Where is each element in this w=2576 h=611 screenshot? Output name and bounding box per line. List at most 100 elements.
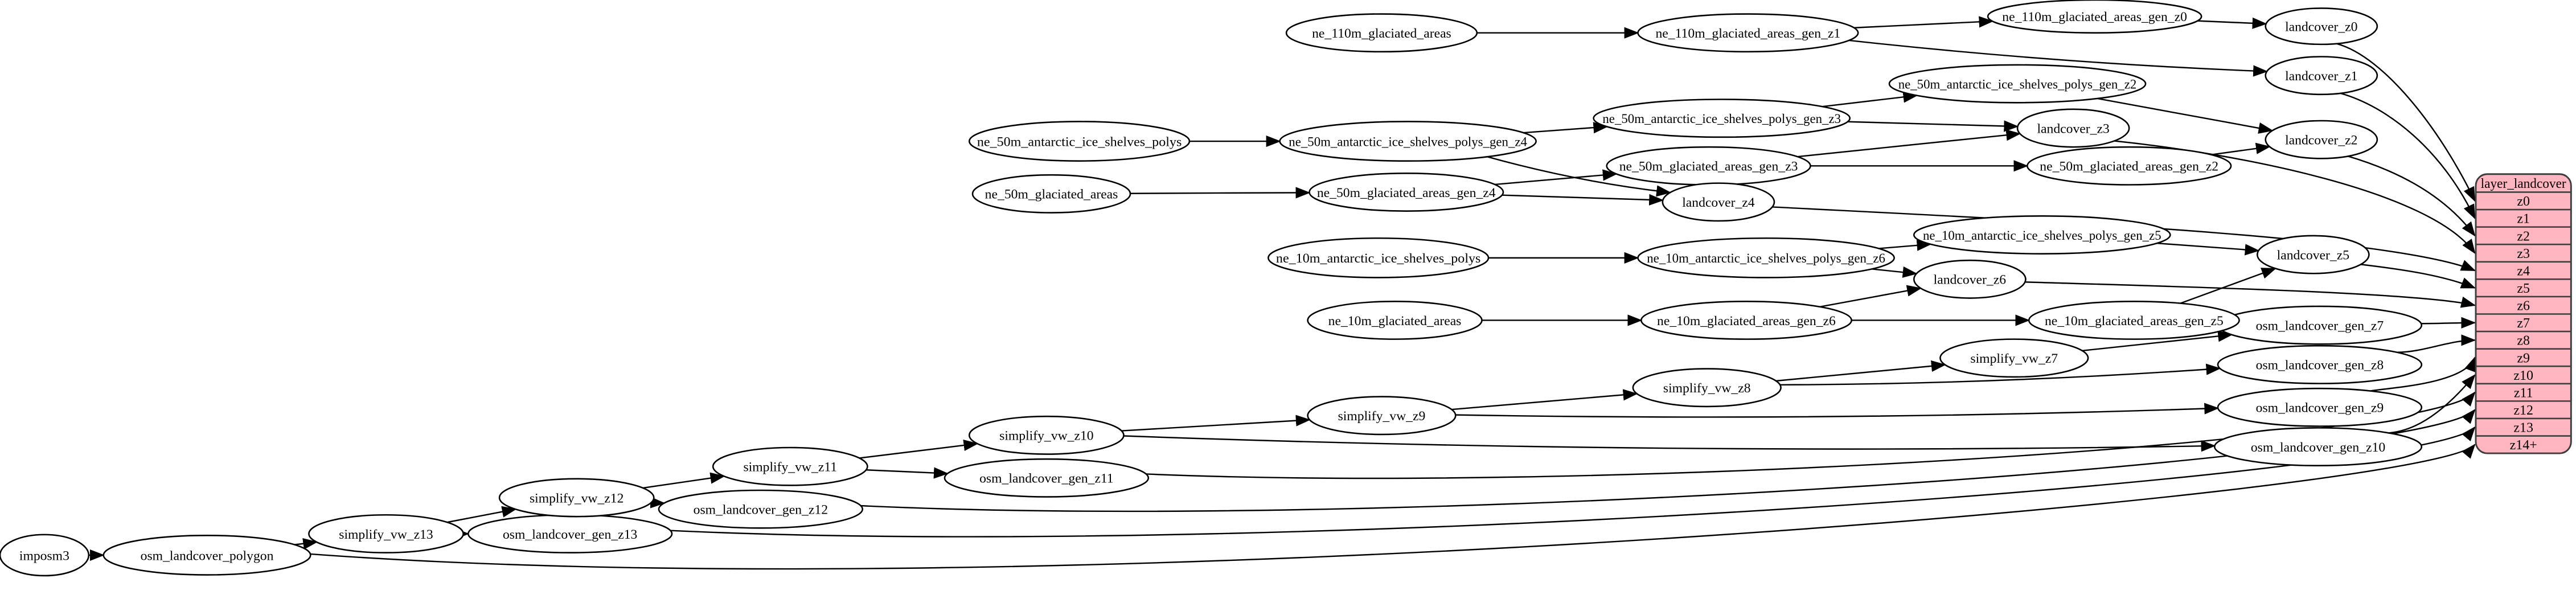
node-shape-osm_landcover_gen_z8 xyxy=(2217,345,2423,384)
node-ne_50m_glaciated_areas_gen_z4: ne_50m_glaciated_areas_gen_z4 xyxy=(1308,173,1504,212)
edge-simplify_vw_z12-to-osm_landcover_gen_z12 xyxy=(650,497,666,509)
edge-simplify_vw_z10-to-osm_landcover_gen_z10 xyxy=(1123,435,2216,452)
node-shape-ne_50m_glaciated_areas xyxy=(971,174,1131,214)
edge-ne_10m_antarctic_ice_shelves_polys_gen_z5-to-landcover_z5 xyxy=(2157,242,2260,256)
node-shape-osm_landcover_gen_z11 xyxy=(944,458,1150,498)
edge-simplify_vw_z7-to-osm_landcover_gen_z7 xyxy=(2082,330,2233,352)
node-label-osm_landcover_gen_z13: osm_landcover_gen_z13 xyxy=(503,527,637,542)
edge-ne_50m_glaciated_areas_gen_z2-to-landcover_z2 xyxy=(2211,142,2271,155)
edge-ne_50m_antarctic_ice_shelves_polys_gen_z4-to-ne_50m_antarctic_ice_shelves_polys_gen_z3 xyxy=(1523,122,1609,134)
node-simplify_vw_z7: simplify_vw_z7 xyxy=(1939,338,2089,378)
table-row-z11: z11 xyxy=(2514,386,2533,400)
node-ne_50m_glaciated_areas: ne_50m_glaciated_areas xyxy=(971,174,1131,214)
node-label-ne_50m_antarctic_ice_shelves_polys: ne_50m_antarctic_ice_shelves_polys xyxy=(977,134,1182,149)
node-label-ne_50m_glaciated_areas_gen_z2: ne_50m_glaciated_areas_gen_z2 xyxy=(2040,159,2218,174)
node-shape-ne_50m_glaciated_areas_gen_z4 xyxy=(1308,173,1504,212)
node-shape-ne_50m_antarctic_ice_shelves_polys xyxy=(968,121,1191,162)
node-label-ne_50m_glaciated_areas_gen_z4: ne_50m_glaciated_areas_gen_z4 xyxy=(1317,186,1496,200)
node-landcover_z0: landcover_z0 xyxy=(2265,7,2378,46)
node-ne_10m_glaciated_areas_gen_z6: ne_10m_glaciated_areas_gen_z6 xyxy=(1640,300,1852,340)
edge-osm_landcover_polygon-to-layer_landcover-z14+ xyxy=(310,444,2476,570)
node-shape-landcover_z3 xyxy=(2016,108,2130,148)
edge-osm_landcover_gen_z8-to-layer_landcover-z8 xyxy=(2397,334,2476,353)
node-osm_landcover_gen_z9: osm_landcover_gen_z9 xyxy=(2217,387,2423,427)
table-row-z1: z1 xyxy=(2517,212,2530,227)
node-shape-landcover_z5 xyxy=(2256,235,2370,274)
node-ne_10m_glaciated_areas_gen_z5: ne_10m_glaciated_areas_gen_z5 xyxy=(2028,300,2240,340)
node-label-simplify_vw_z13: simplify_vw_z13 xyxy=(339,527,433,542)
edge-simplify_vw_z12-to-simplify_vw_z11 xyxy=(642,472,725,489)
node-label-landcover_z6: landcover_z6 xyxy=(1934,273,2007,288)
node-ne_50m_antarctic_ice_shelves_polys_gen_z4: ne_50m_antarctic_ice_shelves_polys_gen_z… xyxy=(1279,121,1537,162)
node-simplify_vw_z8: simplify_vw_z8 xyxy=(1632,368,1782,408)
node-label-landcover_z2: landcover_z2 xyxy=(2285,133,2357,148)
node-shape-ne_110m_glaciated_areas_gen_z0 xyxy=(1987,0,2202,34)
node-ne_50m_glaciated_areas_gen_z3: ne_50m_glaciated_areas_gen_z3 xyxy=(1606,146,1811,186)
edge-osm_landcover_gen_z13-to-layer_landcover-z13 xyxy=(670,426,2476,538)
table-row-z13: z13 xyxy=(2513,421,2533,436)
node-shape-osm_landcover_gen_z9 xyxy=(2217,387,2423,427)
node-shape-osm_landcover_gen_z10 xyxy=(2213,427,2423,467)
node-shape-simplify_vw_z10 xyxy=(968,415,1125,455)
edge-osm_landcover_polygon-to-simplify_vw_z13 xyxy=(294,538,318,550)
table-row-z10: z10 xyxy=(2513,368,2533,383)
node-label-imposm3: imposm3 xyxy=(19,548,69,563)
node-label-osm_landcover_gen_z9: osm_landcover_gen_z9 xyxy=(2256,401,2384,416)
table-row-z14+: z14+ xyxy=(2510,438,2537,453)
edge-landcover_z1-to-layer_landcover-z1 xyxy=(2340,92,2476,220)
node-shape-simplify_vw_z8 xyxy=(1632,368,1782,408)
edge-landcover_z6-to-layer_landcover-z6 xyxy=(2025,281,2476,308)
node-label-simplify_vw_z8: simplify_vw_z8 xyxy=(1663,381,1751,396)
node-ne_50m_glaciated_areas_gen_z2: ne_50m_glaciated_areas_gen_z2 xyxy=(2027,146,2232,186)
edge-ne_50m_glaciated_areas_gen_z3-to-landcover_z3 xyxy=(1797,129,2021,158)
edge-ne_10m_antarctic_ice_shelves_polys_gen_z6-to-landcover_z6 xyxy=(1872,266,1918,278)
node-shape-ne_10m_glaciated_areas_gen_z5 xyxy=(2028,300,2240,340)
edge-ne_110m_glaciated_areas_gen_z1-to-landcover_z1 xyxy=(1849,39,2269,77)
node-label-simplify_vw_z7: simplify_vw_z7 xyxy=(1970,351,2058,366)
node-shape-ne_10m_antarctic_ice_shelves_polys xyxy=(1268,237,1490,278)
node-ne_10m_antarctic_ice_shelves_polys_gen_z6: ne_10m_antarctic_ice_shelves_polys_gen_z… xyxy=(1637,237,1895,278)
edge-simplify_vw_z11-to-simplify_vw_z10 xyxy=(859,439,979,459)
node-osm_landcover_gen_z10: osm_landcover_gen_z10 xyxy=(2213,427,2423,467)
node-shape-ne_10m_glaciated_areas xyxy=(1307,300,1483,340)
node-osm_landcover_gen_z11: osm_landcover_gen_z11 xyxy=(944,458,1150,498)
table-row-z7: z7 xyxy=(2517,316,2530,331)
node-label-ne_10m_glaciated_areas_gen_z6: ne_10m_glaciated_areas_gen_z6 xyxy=(1657,314,1836,329)
node-landcover_z5: landcover_z5 xyxy=(2256,235,2370,274)
node-osm_landcover_gen_z8: osm_landcover_gen_z8 xyxy=(2217,345,2423,384)
node-label-osm_landcover_gen_z11: osm_landcover_gen_z11 xyxy=(979,471,1114,486)
node-osm_landcover_polygon: osm_landcover_polygon xyxy=(102,535,311,576)
node-landcover_z4: landcover_z4 xyxy=(1662,182,1775,222)
node-shape-ne_50m_glaciated_areas_gen_z2 xyxy=(2027,146,2232,186)
edge-simplify_vw_z11-to-osm_landcover_gen_z11 xyxy=(866,467,949,479)
node-label-ne_110m_glaciated_areas_gen_z0: ne_110m_glaciated_areas_gen_z0 xyxy=(2002,10,2187,24)
edge-ne_10m_glaciated_areas_gen_z5-to-landcover_z5 xyxy=(2180,268,2276,304)
edge-ne_10m_glaciated_areas_gen_z6-to-landcover_z6 xyxy=(1819,285,1922,308)
edge-osm_landcover_gen_z9-to-layer_landcover-z9 xyxy=(2370,356,2476,392)
edge-ne_50m_antarctic_ice_shelves_polys_gen_z4-to-landcover_z4 xyxy=(1487,155,1672,197)
node-label-simplify_vw_z10: simplify_vw_z10 xyxy=(999,429,1094,444)
node-shape-ne_110m_glaciated_areas xyxy=(1285,13,1478,53)
node-shape-simplify_vw_z9 xyxy=(1307,396,1457,436)
table-row-z6: z6 xyxy=(2517,299,2530,314)
node-shape-ne_50m_antarctic_ice_shelves_polys_gen_z3 xyxy=(1593,99,1851,138)
node-label-ne_10m_glaciated_areas_gen_z5: ne_10m_glaciated_areas_gen_z5 xyxy=(2045,314,2224,329)
node-shape-osm_landcover_gen_z12 xyxy=(658,489,864,529)
edge-landcover_z5-to-layer_landcover-z5 xyxy=(2360,264,2476,289)
node-simplify_vw_z10: simplify_vw_z10 xyxy=(968,415,1125,455)
node-label-osm_landcover_polygon: osm_landcover_polygon xyxy=(141,548,274,563)
edge-landcover_z2-to-layer_landcover-z2 xyxy=(2348,155,2476,237)
node-label-ne_10m_antarctic_ice_shelves_polys: ne_10m_antarctic_ice_shelves_polys xyxy=(1276,251,1480,266)
node-label-ne_110m_glaciated_areas: ne_110m_glaciated_areas xyxy=(1312,26,1451,41)
table-layer: layer_landcoverz0z1z2z3z4z5z6z7z8z9z10z1… xyxy=(2475,173,2572,454)
edge-simplify_vw_z13-to-simplify_vw_z12 xyxy=(446,506,517,523)
edge-landcover_z4-to-layer_landcover-z4 xyxy=(1772,206,2476,272)
node-landcover_z3: landcover_z3 xyxy=(2016,108,2130,148)
node-shape-simplify_vw_z13 xyxy=(308,514,464,553)
table-row-z8: z8 xyxy=(2517,334,2530,348)
node-label-simplify_vw_z9: simplify_vw_z9 xyxy=(1338,409,1426,424)
node-landcover_z6: landcover_z6 xyxy=(1913,259,2027,299)
table-row-z12: z12 xyxy=(2513,403,2533,418)
node-label-ne_110m_glaciated_areas_gen_z1: ne_110m_glaciated_areas_gen_z1 xyxy=(1655,26,1840,41)
